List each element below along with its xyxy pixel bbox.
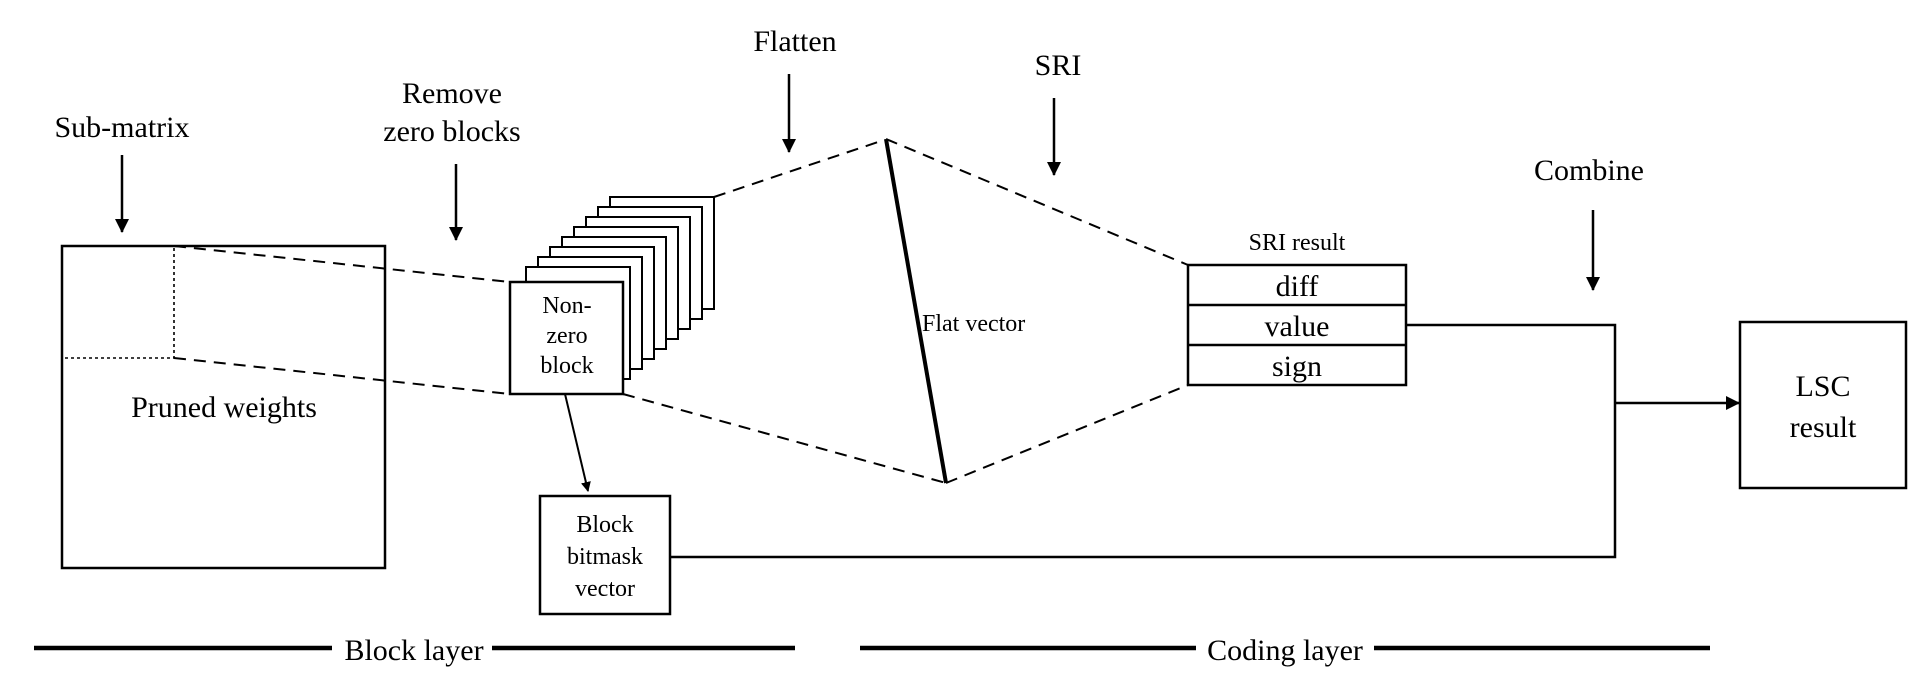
flatten-projection-line xyxy=(713,139,885,198)
lsc-result-label-line2: result xyxy=(1790,411,1857,444)
pruned-weights-matrix xyxy=(60,244,387,570)
sub-matrix-label: Sub-matrix xyxy=(55,111,190,144)
block-layer-label-bg xyxy=(332,632,492,664)
nonzero-block-label-line3: block xyxy=(540,353,593,379)
bitmask-arrow xyxy=(564,393,591,492)
combine-label: Combine xyxy=(1534,154,1644,187)
sri-row-diff: diff xyxy=(1276,270,1319,303)
projection-line xyxy=(173,245,511,283)
coding-layer-label-bg xyxy=(1196,632,1374,664)
bitmask-label-line2: bitmask xyxy=(567,544,643,570)
coding-layer-label: Coding layer xyxy=(1207,634,1363,667)
sri-projection-line xyxy=(945,384,1189,484)
remove-zero-label-line1: Remove xyxy=(402,77,502,110)
flatten-label: Flatten xyxy=(753,25,836,58)
flatten-projection-line xyxy=(622,393,947,484)
lsc-result-box xyxy=(1738,320,1908,490)
bitmask-label-line1: Block xyxy=(576,512,633,538)
block-layer-label: Block layer xyxy=(344,634,483,667)
sri-result-table xyxy=(1186,263,1408,387)
bitmask-label-line3: vector xyxy=(575,576,635,602)
bitmask-to-combine-line xyxy=(670,403,1617,559)
block-stack xyxy=(508,196,715,396)
flat-vector-label: Flat vector xyxy=(922,311,1025,337)
lsc-result-label-line1: LSC xyxy=(1795,370,1850,403)
pruned-weights-label: Pruned weights xyxy=(131,391,317,424)
remove-zero-label-line2: zero blocks xyxy=(383,115,520,148)
block-bitmask-box xyxy=(538,494,672,616)
flat-vector-line xyxy=(884,138,948,484)
sri-label: SRI xyxy=(1035,49,1082,82)
sri-result-title: SRI result xyxy=(1249,230,1346,256)
sri-row-value: value xyxy=(1265,310,1330,343)
value-to-combine-line xyxy=(1406,323,1617,403)
sri-row-sign: sign xyxy=(1272,350,1322,383)
sub-matrix-box xyxy=(61,245,175,359)
nonzero-block-label-line2: zero xyxy=(546,323,587,349)
projection-line xyxy=(173,357,511,395)
nonzero-block-label-line1: Non- xyxy=(542,293,591,319)
sri-projection-line xyxy=(885,138,1189,266)
